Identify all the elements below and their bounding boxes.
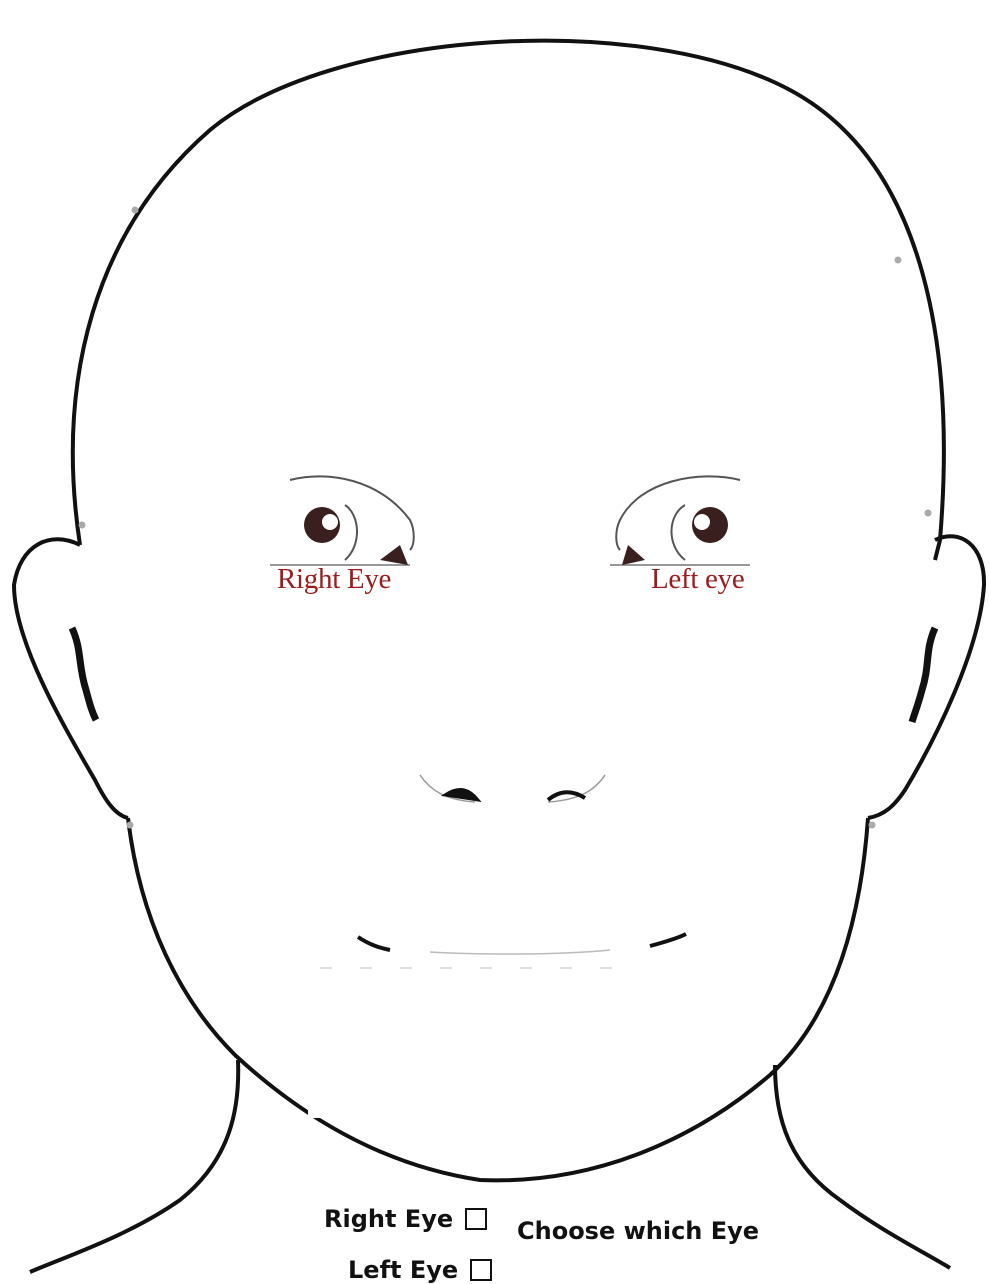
head-outline	[73, 41, 944, 560]
jaw-outline	[128, 818, 868, 1180]
right-eye-checkbox[interactable]	[465, 1208, 487, 1230]
right-eye-option: Right Eye	[324, 1205, 487, 1233]
right-eye-drawing	[270, 476, 414, 565]
neck-right	[775, 1065, 950, 1268]
right-eye-label: Right Eye	[277, 563, 391, 596]
left-eye-drawing	[610, 476, 750, 565]
nose-drawing	[420, 775, 605, 802]
neck-left	[30, 1060, 238, 1272]
left-eye-option-label: Left Eye	[348, 1256, 458, 1284]
mouth-drawing	[320, 934, 686, 968]
right-eye-option-label: Right Eye	[324, 1205, 453, 1233]
left-eye-label: Left eye	[651, 563, 744, 596]
ear-left-side	[14, 539, 128, 818]
left-eye-checkbox[interactable]	[470, 1259, 492, 1281]
left-eye-option: Left Eye	[348, 1256, 492, 1284]
marker-dots	[79, 207, 932, 829]
ear-inner-left	[72, 628, 96, 720]
ear-inner-right	[912, 628, 935, 722]
choose-eye-title: Choose which Eye	[517, 1217, 759, 1245]
